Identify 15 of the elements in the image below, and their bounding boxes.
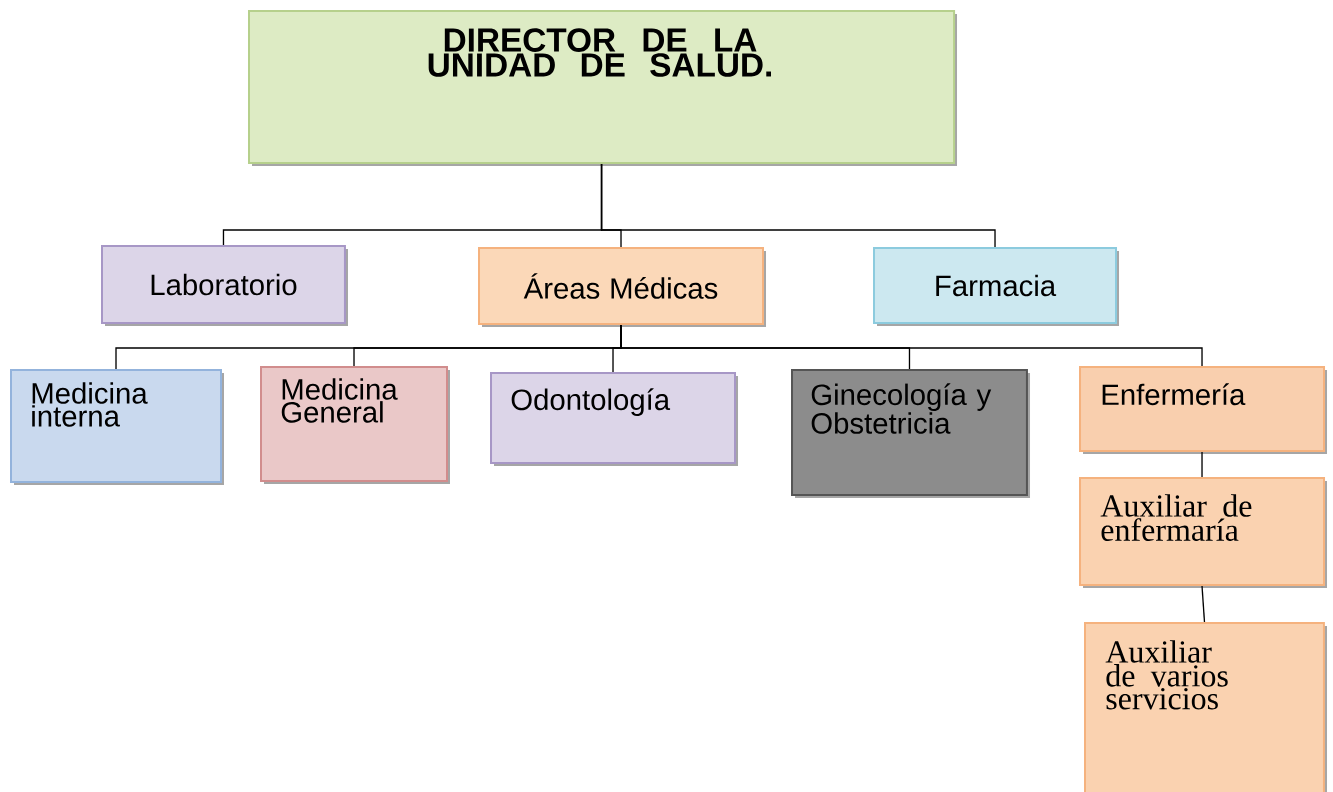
org-box: Odontología (490, 372, 738, 466)
connector-line (620, 324, 1203, 367)
org-box: Enfermería (1079, 366, 1327, 454)
org-box: Ginecología y Obstetricia (791, 369, 1030, 498)
org-box: Medicina interna (10, 369, 224, 485)
connector-line (1201, 451, 1203, 478)
org-box: Auxiliar de varios servicios (1084, 622, 1327, 792)
connector-line (1201, 585, 1206, 623)
org-box: Auxiliar de enfermaría (1079, 477, 1327, 588)
connector-line (600, 163, 996, 248)
org-box: Áreas Médicas (478, 247, 766, 327)
org-box: DIRECTOR DE LA UNIDAD DE SALUD. (248, 10, 957, 166)
org-box: Farmacia (873, 247, 1119, 326)
org-box: Medicina General (260, 366, 450, 484)
org-box: Laboratorio (101, 245, 348, 326)
